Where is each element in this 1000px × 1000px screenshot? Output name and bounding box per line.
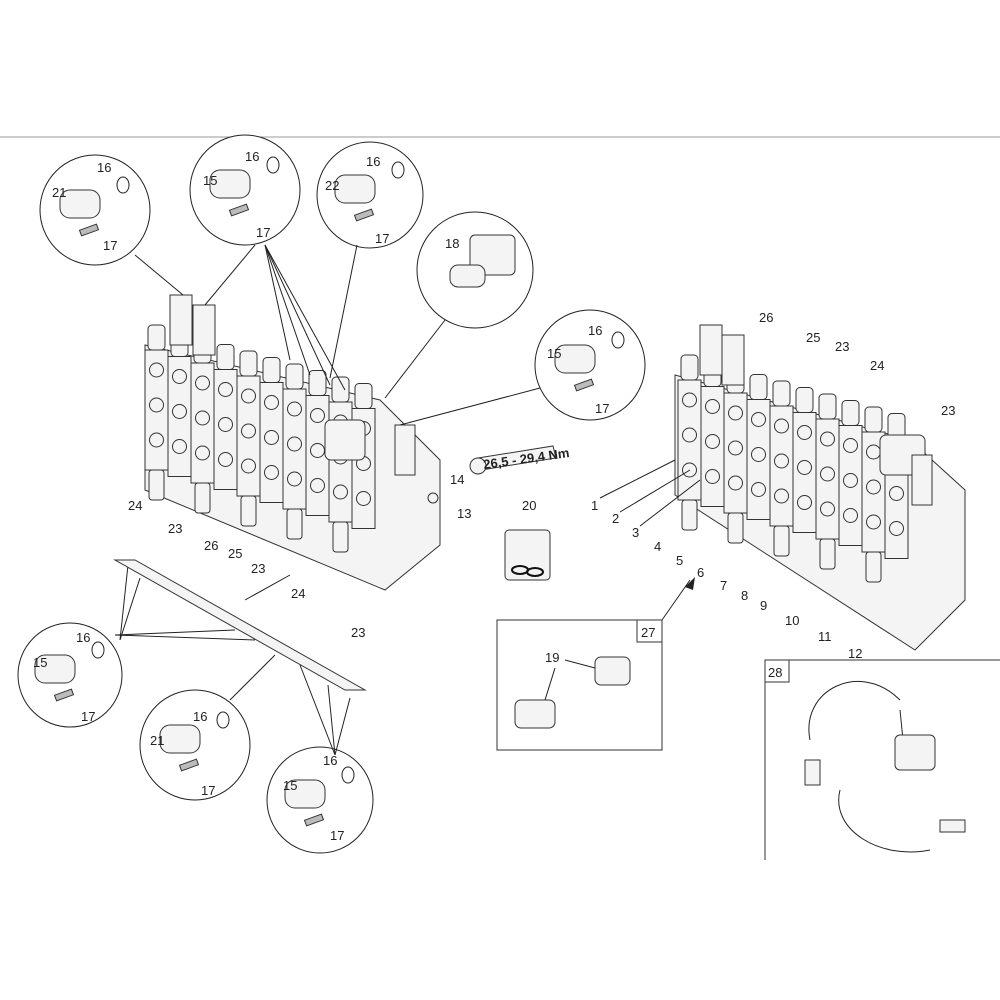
callout-label: 23 [835, 339, 849, 354]
callout-label: 6 [697, 565, 704, 580]
callout-label: 15 [547, 346, 561, 361]
callout-label: 20 [522, 498, 536, 513]
detail-circle-A [39, 154, 151, 266]
bolt [573, 378, 595, 392]
o-ring [391, 161, 405, 179]
valve-cartridge [59, 189, 101, 219]
leader-lines [114, 244, 701, 756]
callout-label: 23 [168, 521, 182, 536]
callout-label: 21 [150, 733, 164, 748]
callout-label: 18 [445, 236, 459, 251]
callout-label: 16 [588, 323, 602, 338]
callout-label: 9 [760, 598, 767, 613]
callout-label: 17 [375, 231, 389, 246]
callout-19: 19 [545, 650, 559, 665]
callout-label: 23 [251, 561, 265, 576]
detail-circle-E [534, 309, 646, 421]
o-ring [611, 331, 625, 349]
callout-label: 17 [330, 828, 344, 843]
callout-label: 4 [654, 539, 661, 554]
detail-circle-B [189, 134, 301, 246]
pump-unit [894, 734, 936, 771]
callout-label: 3 [632, 525, 639, 540]
callout-label: 21 [52, 185, 66, 200]
callout-label: 7 [720, 578, 727, 593]
plug-13 [427, 492, 439, 504]
box28-label: 28 [768, 665, 782, 680]
callout-label: 24 [870, 358, 884, 373]
valve-cartridge [554, 344, 596, 374]
callout-label: 12 [848, 646, 862, 661]
valve-cartridge [284, 779, 326, 809]
o-ring [91, 641, 105, 659]
left-control-valve [144, 294, 441, 591]
torque-wrench-icon [469, 445, 557, 475]
callout-label: 22 [325, 178, 339, 193]
detail-circle-H [266, 746, 374, 854]
callout-label: 26 [759, 310, 773, 325]
callout-label: 16 [366, 154, 380, 169]
callout-label: 17 [256, 225, 270, 240]
detail-circle-G [139, 689, 251, 801]
detail-circle-C [316, 141, 424, 249]
seal-kit-bag [504, 529, 551, 581]
valve-cartridge [159, 724, 201, 754]
callout-label: 13 [457, 506, 471, 521]
callout-label: 11 [818, 629, 832, 644]
right-control-valve [674, 324, 966, 651]
callout-label: 17 [201, 783, 215, 798]
o-ring [341, 766, 355, 784]
callout-label: 15 [203, 173, 217, 188]
callout-label: 24 [291, 586, 305, 601]
bolt [303, 813, 325, 827]
callout-label: 5 [676, 553, 683, 568]
shim-strip [113, 559, 367, 691]
callout-label: 15 [33, 655, 47, 670]
callout-label: 24 [128, 498, 142, 513]
callout-label: 23 [351, 625, 365, 640]
fitting-19a [514, 699, 556, 729]
callout-label: 16 [323, 753, 337, 768]
detail-circle-F [17, 622, 123, 728]
callout-label: 2 [612, 511, 619, 526]
box27-label: 27 [641, 625, 655, 640]
o-ring [216, 711, 230, 729]
torque-spec: 26,5 - 29,4 Nm [482, 445, 570, 472]
callout-label: 17 [595, 401, 609, 416]
valve-cartridge [209, 169, 251, 199]
bolt [78, 223, 100, 237]
callout-label: 17 [81, 709, 95, 724]
callout-label: 8 [741, 588, 748, 603]
detail-box-27 [496, 619, 663, 751]
callout-label: 23 [941, 403, 955, 418]
fitting-19b [594, 656, 631, 686]
valve-cartridge [334, 174, 376, 204]
callout-label: 16 [76, 630, 90, 645]
callout-label: 14 [450, 472, 464, 487]
callout-label: 17 [103, 238, 117, 253]
callout-label: 25 [228, 546, 242, 561]
callout-label: 16 [97, 160, 111, 175]
callout-label: 25 [806, 330, 820, 345]
callout-label: 15 [283, 778, 297, 793]
callout-label: 16 [245, 149, 259, 164]
bolt [53, 688, 75, 702]
bolt [353, 208, 375, 222]
bolt [178, 758, 200, 772]
callout-label: 16 [193, 709, 207, 724]
detail-circle-D [416, 211, 534, 329]
callout-label: 26 [204, 538, 218, 553]
valve-cartridge [34, 654, 76, 684]
callout-label: 1 [591, 498, 598, 513]
o-ring [116, 176, 130, 194]
o-ring [266, 156, 280, 174]
bolt [228, 203, 250, 217]
callout-label: 10 [785, 613, 799, 628]
